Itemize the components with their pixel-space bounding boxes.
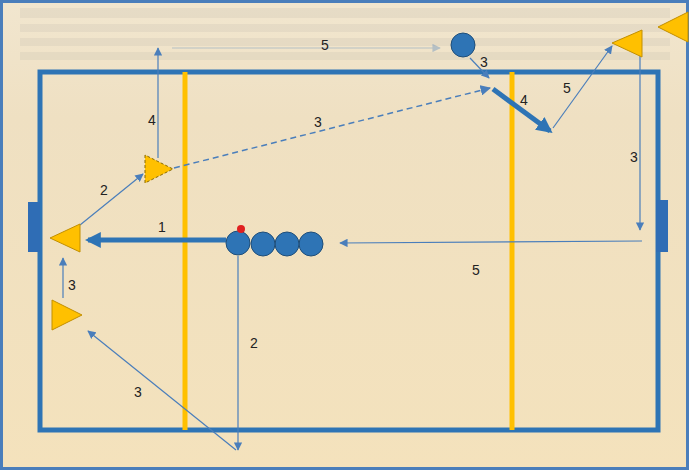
callout-number: 3 bbox=[134, 384, 142, 400]
callout-number: 2 bbox=[100, 182, 108, 198]
callout-number: 5 bbox=[321, 37, 329, 53]
callout-number: 4 bbox=[520, 92, 528, 108]
callout-number: 4 bbox=[148, 112, 156, 128]
callout-number: 3 bbox=[68, 277, 76, 293]
callout-number: 5 bbox=[563, 80, 571, 96]
callout-number: 3 bbox=[480, 54, 488, 70]
callout-number: 3 bbox=[630, 149, 638, 165]
callout-number: 1 bbox=[158, 219, 166, 235]
callout-number: 2 bbox=[250, 335, 258, 351]
callout-number: 5 bbox=[472, 262, 480, 278]
callout-number: 3 bbox=[314, 114, 322, 130]
